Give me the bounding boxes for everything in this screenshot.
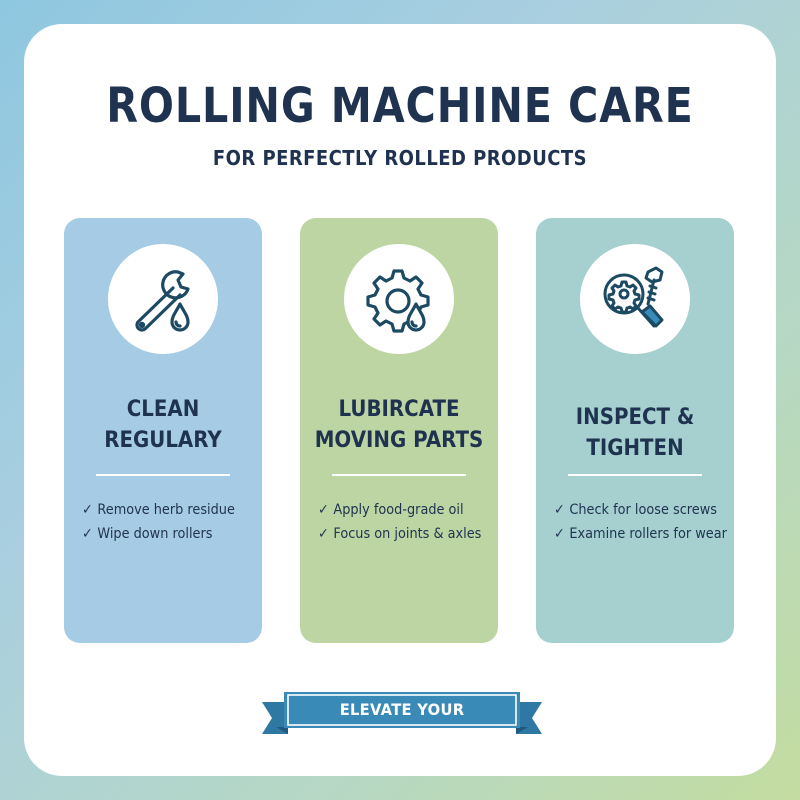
bullet-list: ✓Remove herb residue ✓Wipe down rollers bbox=[82, 498, 260, 546]
card-inspect-tighten: INSPECT & TIGHTEN ✓Check for loose screw… bbox=[536, 218, 734, 643]
list-item: ✓Focus on joints & axles bbox=[318, 526, 482, 542]
gear-droplet-icon bbox=[344, 244, 454, 354]
banner-text: ELEVATE YOUR ROLLING! bbox=[339, 700, 465, 753]
bullet-list: ✓Apply food-grade oil ✓Focus on joints &… bbox=[318, 498, 496, 546]
bullet-list: ✓Check for loose screws ✓Examine rollers… bbox=[554, 498, 732, 546]
wrench-droplet-icon bbox=[108, 244, 218, 354]
card-clean-regularly: CLEAN REGULARY ✓Remove herb residue ✓Wip… bbox=[64, 218, 262, 643]
check-icon: ✓ bbox=[554, 502, 565, 518]
card-divider bbox=[332, 474, 466, 476]
list-item: ✓Remove herb residue bbox=[82, 502, 235, 518]
card-title: CLEAN REGULARY bbox=[104, 397, 222, 453]
check-icon: ✓ bbox=[318, 502, 329, 518]
card-divider bbox=[568, 474, 702, 476]
check-icon: ✓ bbox=[82, 526, 93, 542]
list-item: ✓Check for loose screws bbox=[554, 502, 717, 518]
card-divider bbox=[96, 474, 230, 476]
card-title: INSPECT & TIGHTEN bbox=[575, 405, 695, 461]
list-item: ✓Apply food-grade oil bbox=[318, 502, 464, 518]
list-item: ✓Wipe down rollers bbox=[82, 526, 213, 542]
check-icon: ✓ bbox=[318, 526, 329, 542]
list-item: ✓Examine rollers for wear bbox=[554, 526, 727, 542]
footer-banner: ELEVATE YOUR ROLLING! bbox=[262, 690, 542, 753]
check-icon: ✓ bbox=[554, 526, 565, 542]
page-title: ROLLING MACHINE CARE bbox=[106, 78, 694, 134]
check-icon: ✓ bbox=[82, 502, 93, 518]
page-subtitle: FOR PERFECTLY ROLLED PRODUCTS bbox=[212, 146, 588, 170]
card-lubricate: LUBIRCATE MOVING PARTS ✓Apply food-grade… bbox=[300, 218, 498, 643]
magnifier-gear-bolt-icon bbox=[580, 244, 690, 354]
card-title: LUBIRCATE MOVING PARTS bbox=[314, 397, 484, 453]
